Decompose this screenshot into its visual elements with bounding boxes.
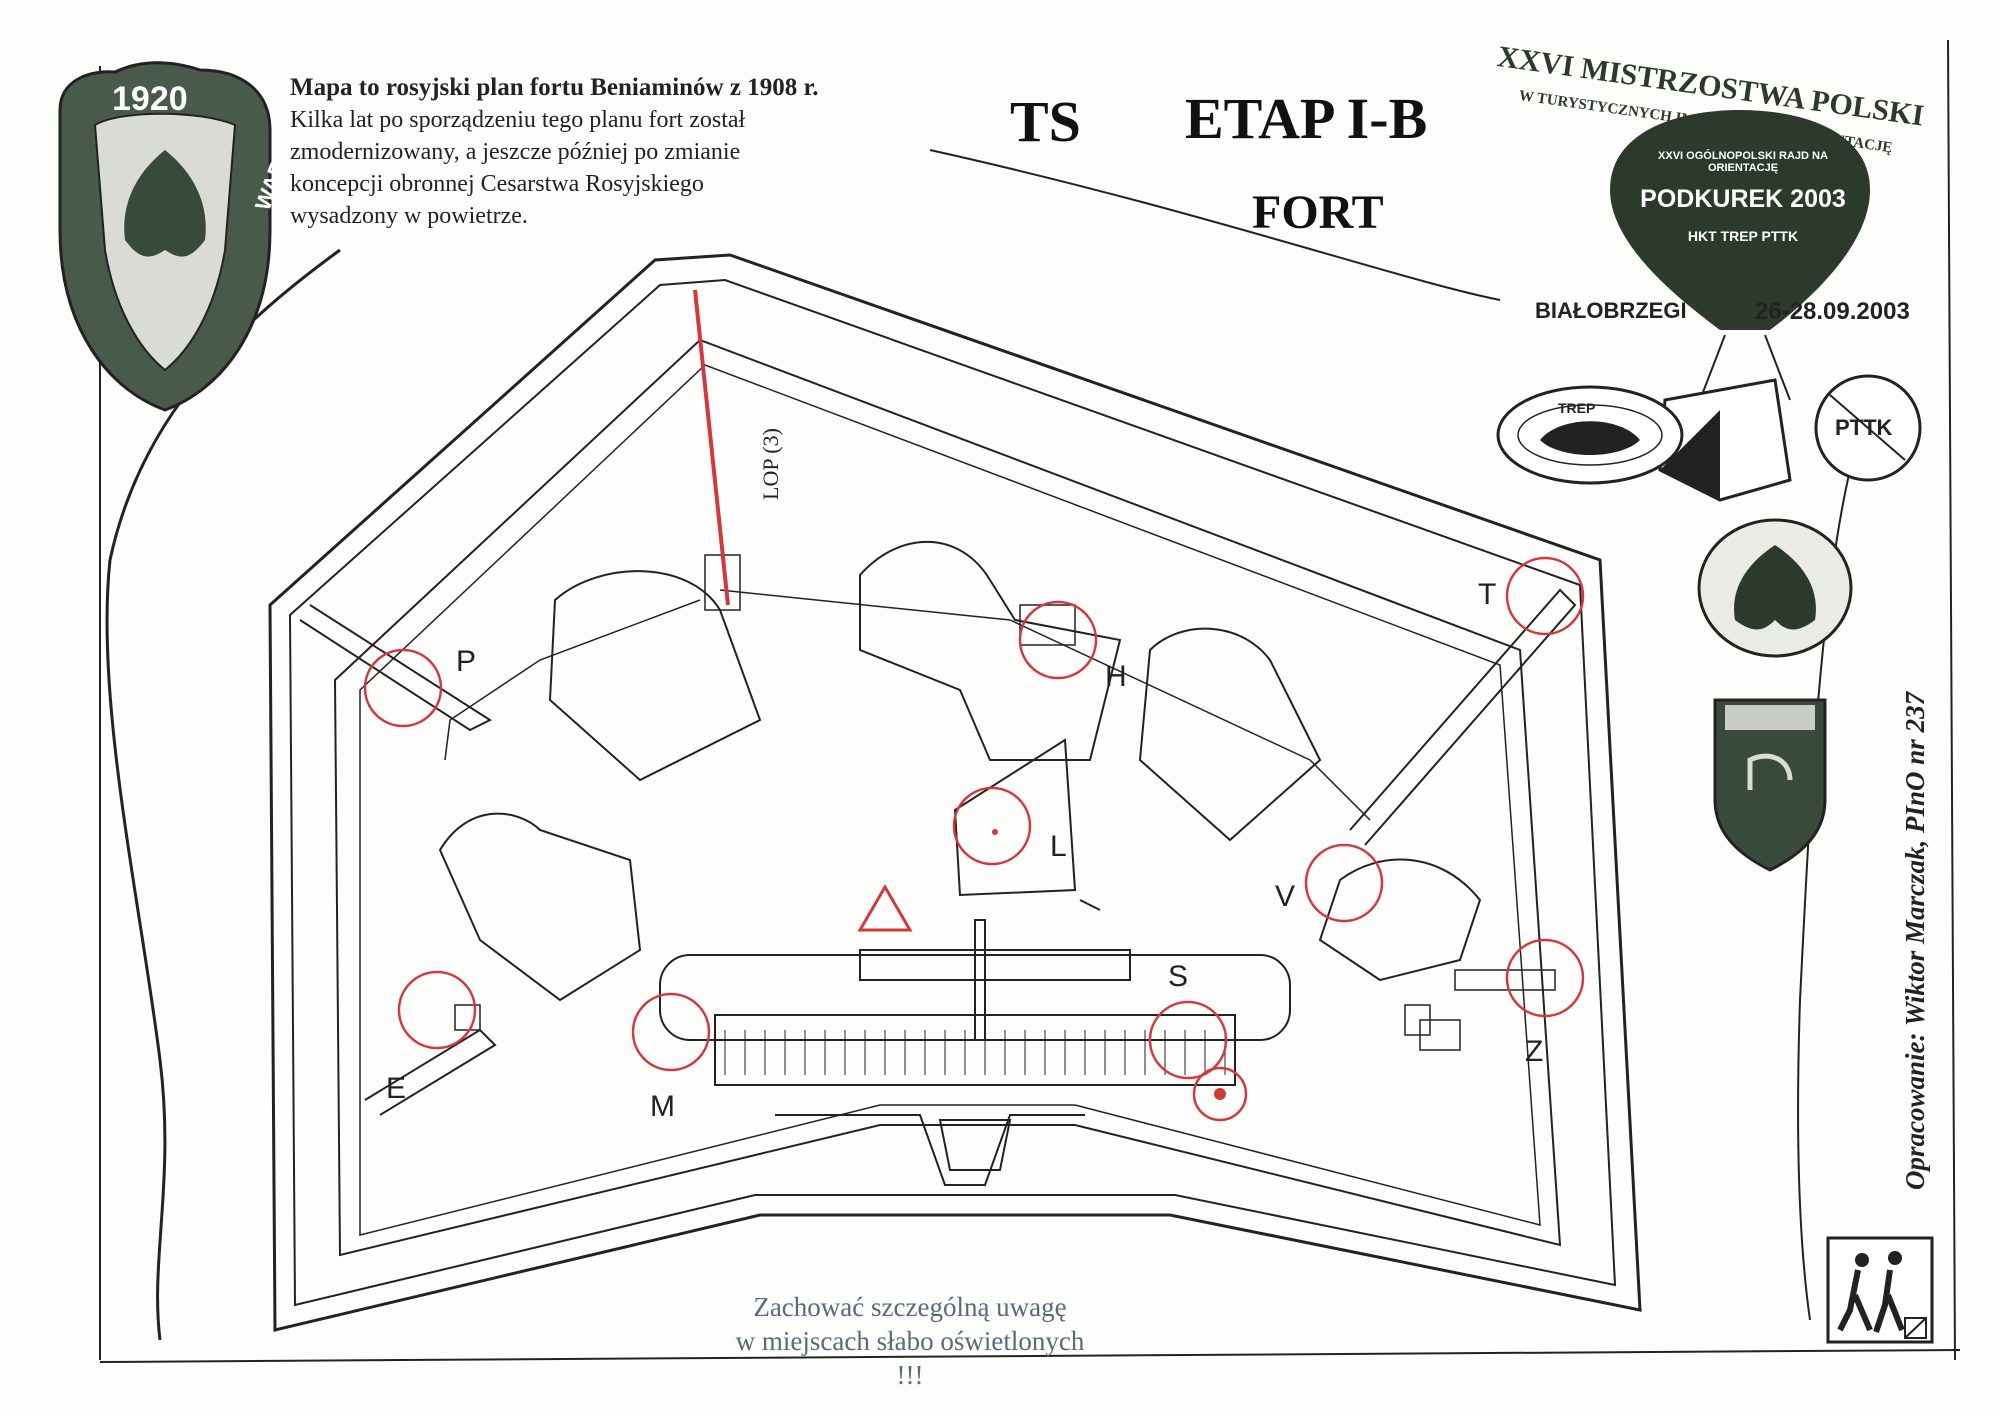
stage-code: TS — [1010, 89, 1081, 154]
control-label-t: T — [1478, 578, 1497, 611]
eagle-icon — [124, 150, 206, 257]
pttk-logo — [1814, 374, 1922, 482]
hikers-sign — [1826, 1236, 1934, 1344]
event-org: HKT TREP PTTK — [1687, 228, 1799, 244]
description-line-4: wysadzony w powietrze. — [290, 203, 528, 229]
control-circle-s[interactable] — [1148, 1000, 1228, 1080]
map-description: Mapa to rosyjski plan fortu Beniaminów z… — [290, 72, 930, 232]
event-place: BIAŁOBRZEGI — [1535, 298, 1687, 323]
control-label-m: M — [650, 1090, 675, 1123]
control-circle-s2[interactable] — [1192, 1066, 1248, 1122]
description-line-1: Kilka lat po sporządzeniu tego planu for… — [290, 107, 746, 133]
control-circles — [363, 556, 1585, 1122]
badge-year: 1920 — [112, 80, 188, 118]
lighting-warning: Zachować szczególną uwagę w miejscach sł… — [720, 1290, 1100, 1392]
control-circle-t[interactable] — [1505, 556, 1585, 636]
event-balloon-logo — [1610, 110, 1870, 502]
control-circle-l[interactable] — [952, 786, 1032, 866]
frame-bottom-line — [99, 1349, 1961, 1363]
fort-inner-works — [299, 540, 1577, 1186]
control-label-h: H — [1105, 660, 1127, 693]
author-credit: Opracowanie: Wiktor Marczak, PInO nr 237 — [1900, 691, 1930, 1190]
control-label-e: E — [386, 1072, 407, 1105]
control-circle-p[interactable] — [363, 648, 443, 728]
event-dates: 26-28.09.2003 — [1755, 298, 1910, 325]
eagle-medallion-icon — [1734, 545, 1816, 630]
fort-outer-wall — [268, 253, 1642, 1332]
balloon-icon — [1610, 110, 1870, 330]
frame-right-line — [1947, 39, 1956, 1361]
warning-line-1: Zachować szczególną uwagę — [753, 1292, 1067, 1322]
control-circle-v[interactable] — [1304, 843, 1384, 923]
warning-line-2: w miejscach słabo oświetlonych !!! — [735, 1326, 1085, 1390]
event-name: PODKUREK 2003 — [1640, 185, 1846, 213]
trep-logo — [1496, 385, 1684, 485]
start-triangle[interactable] — [857, 884, 913, 932]
arms-letter-icon — [1747, 753, 1793, 790]
event-rally: XXVI OGÓLNOPOLSKI RAJD NA ORIENTACJĘ — [1658, 150, 1828, 174]
outer-boundary-line — [105, 248, 341, 1341]
control-circle-m[interactable] — [631, 992, 711, 1072]
control-circle-z[interactable] — [1505, 938, 1585, 1018]
outer-road-line — [929, 149, 1501, 301]
trep-label: TREP — [1558, 400, 1596, 416]
description-lead: Mapa to rosyjski plan fortu Beniaminów z… — [290, 74, 819, 101]
control-circle-e[interactable] — [397, 970, 477, 1050]
route-label: LOP (3) — [758, 428, 783, 500]
control-dot-l — [992, 829, 998, 835]
control-label-z: Z — [1525, 1035, 1544, 1068]
stage-title: ETAP I-B — [1185, 86, 1428, 151]
control-label-p: P — [456, 645, 477, 678]
control-label-s: S — [1168, 960, 1189, 993]
control-circle-h[interactable] — [1018, 600, 1098, 680]
control-dot-s2 — [1214, 1088, 1226, 1100]
hikers-icon — [1837, 1269, 1905, 1333]
eagle-medallion — [1697, 518, 1853, 658]
coat-of-arms — [1713, 698, 1827, 872]
control-label-v: V — [1275, 880, 1296, 913]
control-label-l: L — [1050, 830, 1067, 863]
description-line-3: koncepcji obronnej Cesarstwa Rosyjskiego — [290, 171, 704, 197]
badge-shield — [58, 61, 272, 412]
stage-subtitle: FORT — [1252, 186, 1384, 239]
description-line-2: zmodernizowany, a jeszcze później po zmi… — [290, 139, 741, 165]
route-line — [693, 289, 730, 606]
pttk-label: PTTK — [1835, 415, 1893, 440]
